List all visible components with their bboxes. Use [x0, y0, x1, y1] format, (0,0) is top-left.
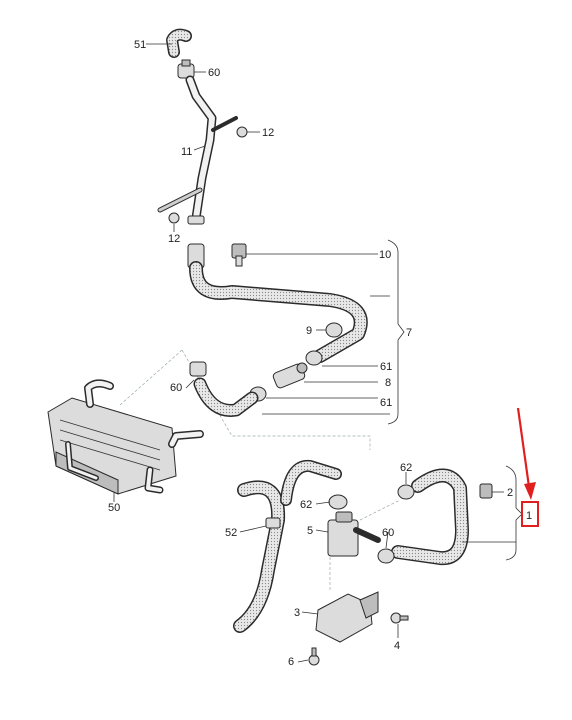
bolt-4	[390, 612, 409, 624]
label-2: 2	[507, 487, 513, 499]
nut-12-top	[236, 126, 248, 138]
label-50: 50	[108, 502, 120, 514]
clamp-60-bottom	[377, 548, 395, 564]
label-8: 8	[385, 377, 391, 389]
label-60-bottom: 60	[382, 527, 394, 539]
leader-lines	[113, 43, 523, 663]
oil-cooler-50	[47, 379, 204, 495]
label-9: 9	[306, 325, 312, 337]
clamp-60-top	[177, 59, 195, 79]
hose-7-lower	[193, 377, 259, 417]
label-60-top: 60	[208, 67, 220, 79]
label-5: 5	[307, 525, 313, 537]
label-61-top: 61	[380, 361, 392, 373]
label-3: 3	[294, 607, 300, 619]
clamp-60-mid	[189, 361, 207, 377]
label-12-top: 12	[262, 127, 274, 139]
hose-1	[391, 468, 469, 566]
bolt-6	[308, 647, 320, 666]
label-51: 51	[134, 39, 146, 51]
label-61-bottom: 61	[380, 397, 392, 409]
valve-8	[272, 362, 308, 389]
hose-52	[233, 459, 342, 633]
nut-12-mid	[168, 212, 180, 224]
clamp-62-left	[328, 494, 348, 510]
highlight-arrow	[516, 407, 536, 500]
highlight-box	[521, 501, 539, 527]
label-10: 10	[379, 249, 391, 261]
sensor-10	[231, 243, 247, 267]
sensor-2	[479, 483, 493, 499]
hose-51	[166, 28, 192, 58]
label-62-left: 62	[300, 499, 312, 511]
hose-7	[187, 243, 368, 363]
clamp-62-right	[397, 484, 415, 500]
label-6: 6	[288, 656, 294, 668]
label-60-mid: 60	[170, 382, 182, 394]
pump-5	[327, 511, 381, 557]
clamp-61-top	[305, 350, 323, 366]
label-11: 11	[181, 146, 192, 158]
part-labels: 51 60 12 11 12 10 7 9 61 60 8 61 50 62 2…	[108, 39, 532, 668]
clamp-9	[325, 322, 343, 338]
label-7: 7	[406, 327, 412, 339]
label-52: 52	[225, 527, 237, 539]
label-4: 4	[394, 640, 400, 652]
bracket-3	[315, 591, 379, 643]
pipe-11	[157, 75, 238, 225]
label-1: 1	[526, 510, 532, 522]
label-12-mid: 12	[168, 233, 180, 245]
label-62-right: 62	[400, 462, 412, 474]
